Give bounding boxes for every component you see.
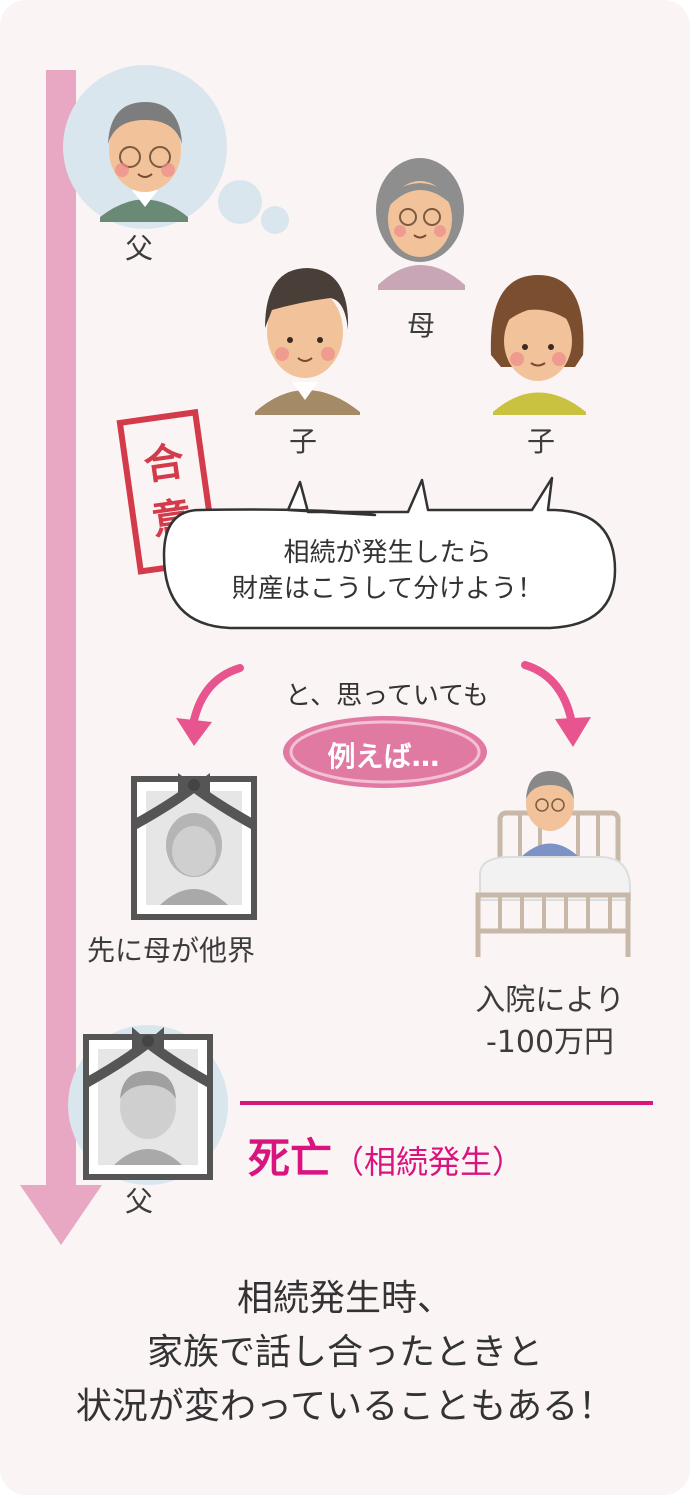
scenario-right-label: 入院により -100万円 <box>440 980 660 1064</box>
daughter-label: 子 <box>527 425 556 458</box>
mother-memorial-portrait <box>131 773 257 920</box>
hospital-bed-illustration <box>475 771 631 957</box>
daughter-illustration <box>490 275 586 415</box>
son-illustration <box>255 268 360 415</box>
timeline-bar <box>46 70 76 1190</box>
footer-message: 相続発生時、 家族で話し合ったときと 状況が変わっていることもある！ <box>0 1272 690 1434</box>
left-curved-arrow-icon <box>176 664 244 746</box>
footer-line-1: 相続発生時、 <box>236 1278 453 1319</box>
speech-bubble-text: 相続が発生したら 財産はこうして分けよう！ <box>165 535 610 607</box>
speech-line-2: 財産はこうして分けよう！ <box>231 574 544 604</box>
father-thought-illustration <box>63 65 289 234</box>
footer-line-3: 状況が変わっていることもある！ <box>75 1386 615 1427</box>
scenario-left-label: 先に母が他界 <box>87 934 256 967</box>
footer-line-2: 家族で話し合ったときと <box>146 1332 543 1373</box>
example-badge-text: 例えば… <box>327 740 440 773</box>
scenario-right-line-1: 入院により <box>475 983 625 1018</box>
father-death-label: 父 <box>125 1185 154 1218</box>
branch-text: と、思っていても <box>285 681 489 711</box>
death-event: 死亡（相続発生） <box>248 1125 524 1186</box>
mother-illustration <box>376 158 465 290</box>
stamp-char-1: 合 <box>141 439 187 490</box>
example-badge <box>283 716 487 788</box>
scenario-right-line-2: -100万円 <box>485 1025 615 1060</box>
mother-label: 母 <box>407 309 436 342</box>
speech-line-1: 相続が発生したら <box>283 538 492 568</box>
timeline-arrowhead-icon <box>20 1185 102 1245</box>
right-curved-arrow-icon <box>521 661 591 747</box>
speech-bubble <box>162 476 617 630</box>
death-event-main: 死亡 <box>248 1134 333 1183</box>
death-event-sub: （相続発生） <box>332 1143 525 1181</box>
son-label: 子 <box>289 425 318 458</box>
father-memorial-portrait <box>68 1025 228 1185</box>
death-event-line <box>240 1101 653 1105</box>
father-label: 父 <box>125 232 154 265</box>
